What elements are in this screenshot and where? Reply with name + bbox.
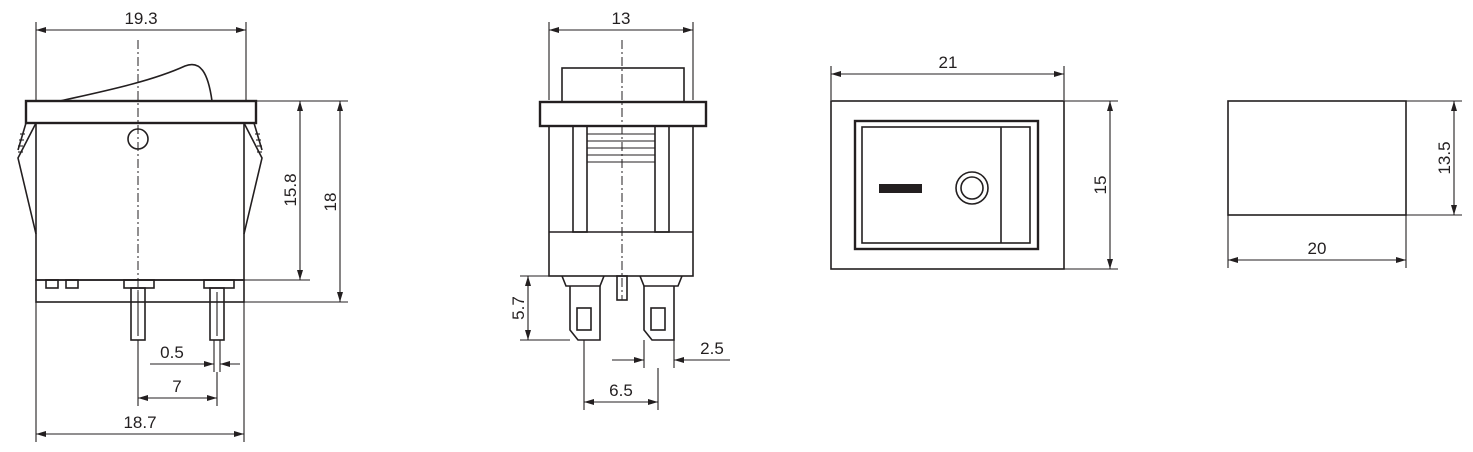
off-mark-icon xyxy=(955,171,989,205)
dim-side-base-width: 18.7 xyxy=(123,413,156,432)
dim-front-pin-width: 2.5 xyxy=(700,339,724,358)
panel-cutout-view: 13.5 20 xyxy=(1227,100,1462,268)
dim-cutout-width: 20 xyxy=(1308,239,1327,258)
top-view: 21 15 xyxy=(830,53,1118,270)
dim-side-pin-thickness: 0.5 xyxy=(160,343,184,362)
dim-front-top-width: 13 xyxy=(612,9,631,28)
dim-side-height-body: 15.8 xyxy=(281,173,300,206)
side-view: 19.3 15.8 18 0.5 7 18.7 xyxy=(17,9,348,442)
dim-side-pin-spacing: 7 xyxy=(172,377,181,396)
dim-front-pin-length: 5.7 xyxy=(509,296,528,320)
dim-cutout-height: 13.5 xyxy=(1435,141,1454,174)
dim-front-pin-spacing: 6.5 xyxy=(609,381,633,400)
dim-side-top-width: 19.3 xyxy=(124,9,157,28)
dim-top-height: 15 xyxy=(1091,176,1110,195)
dim-top-width: 21 xyxy=(939,53,958,72)
on-mark-icon xyxy=(879,184,922,193)
dim-side-height-total: 18 xyxy=(321,193,340,212)
front-view: 13 5.7 2.5 6.5 xyxy=(509,9,730,410)
